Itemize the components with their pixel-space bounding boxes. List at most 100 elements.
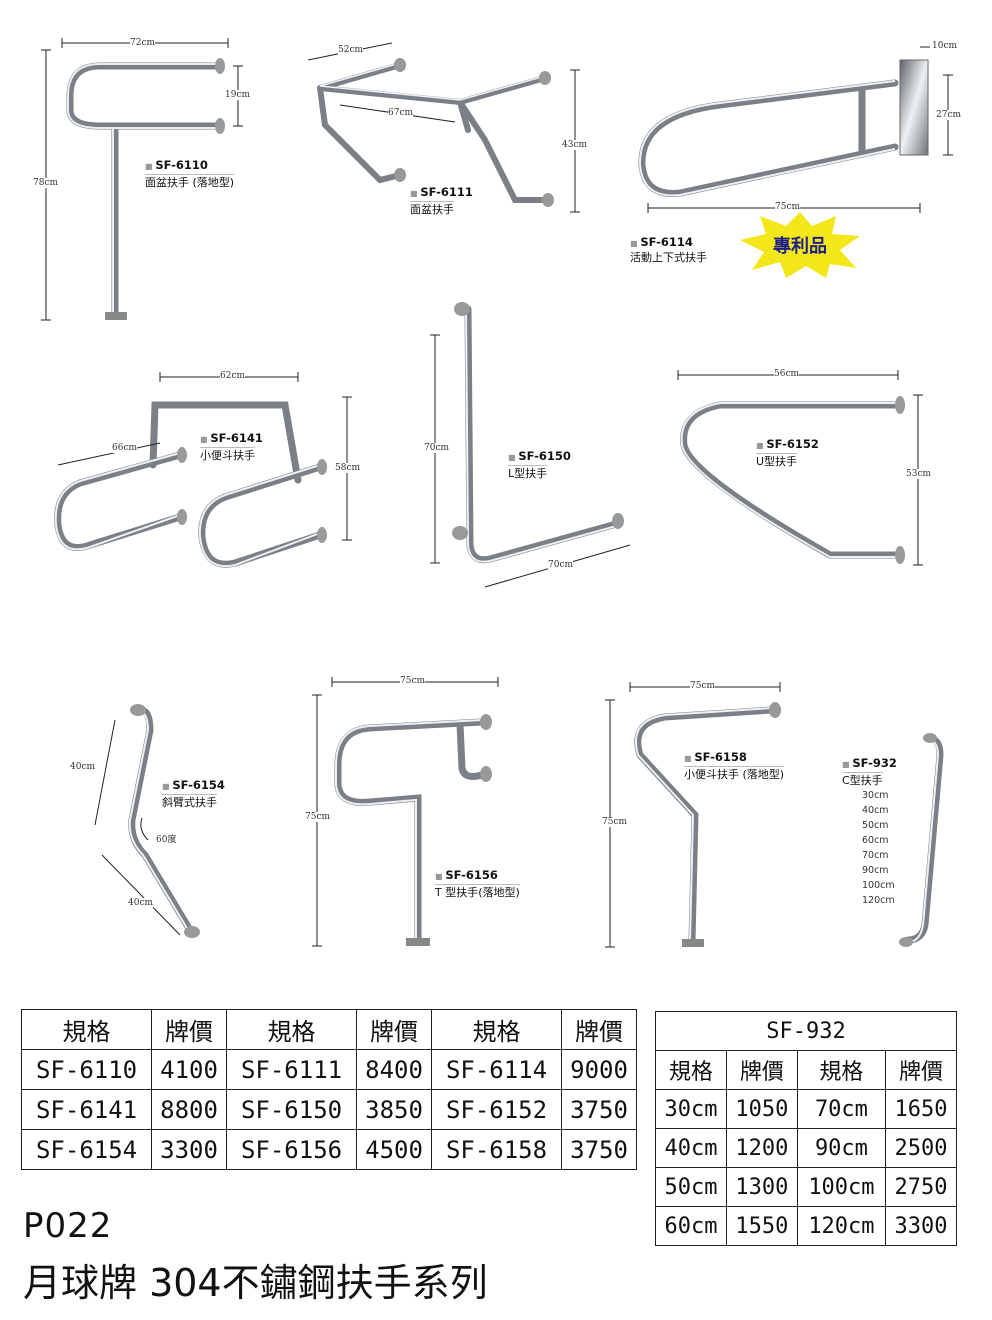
sf-932-name: C型扶手 [842, 772, 883, 787]
sf-932-label: SF-932 C型扶手 30cm 40cm 50cm 60cm 70cm 90c… [842, 756, 897, 908]
cell-price: 2500 [885, 1128, 957, 1168]
product-sf-6114: 10cm 27cm 75cm SF-6114 活動上下式扶手 [630, 35, 970, 275]
product-sf-6152: 56cm 53cm SF-6152 U型扶手 [670, 365, 970, 585]
sf-932-size-list: 30cm 40cm 50cm 60cm 70cm 90cm 100cm 120c… [842, 788, 897, 908]
sf-6154-name: 斜臂式扶手 [162, 794, 217, 809]
sf-6154-illustration [94, 704, 200, 938]
product-sf-6154: 40cm 60度 40cm SF-6154 斜臂式扶手 [70, 690, 280, 950]
product-sf-6111: 52cm 67cm 43cm SF-6111 面盆扶手 [300, 40, 600, 230]
header-spec: 規格 [430, 1009, 563, 1050]
header-price: 牌價 [151, 1009, 227, 1050]
sf-6156-code: SF-6156 [435, 868, 520, 884]
catalog-title: 月球牌 304不鏽鋼扶手系列 [23, 1261, 488, 1305]
cell-spec: SF-6150 [225, 1089, 358, 1130]
header-spec: 規格 [20, 1009, 153, 1050]
cell-price: 3300 [151, 1129, 227, 1170]
cell-spec: 70cm [796, 1089, 887, 1129]
sf-6141-dim-height: 58cm [335, 463, 361, 473]
cell-price: 1650 [885, 1089, 957, 1129]
sf-6150-name: L型扶手 [508, 465, 548, 480]
sf-6152-label: SF-6152 U型扶手 [756, 437, 819, 469]
cell-price: 8800 [151, 1089, 227, 1130]
sf-6152-name: U型扶手 [756, 453, 798, 468]
price-table: 規格 牌價 規格 牌價 規格 牌價 SF-6110 4100 SF-6111 8… [20, 1009, 637, 1170]
sf-6150-dim-width: 70cm [548, 560, 574, 570]
sf-6141-illustration [54, 372, 352, 568]
cell-price: 3750 [561, 1089, 637, 1130]
sf-932-size: 50cm [862, 820, 889, 831]
cell-price: 4100 [151, 1049, 227, 1090]
sf-6154-dim-lower: 40cm [128, 898, 154, 908]
sf-6141-dim-width: 62cm [220, 371, 246, 381]
header-spec: 規格 [655, 1050, 727, 1090]
sf-6110-label: SF-6110 面盆扶手 (落地型) [145, 158, 235, 190]
table-row: SF-6154 3300 SF-6156 4500 SF-6158 3750 [20, 1129, 637, 1170]
cell-spec: SF-6158 [430, 1129, 563, 1170]
header-price: 牌價 [885, 1050, 957, 1090]
cell-spec: SF-6154 [20, 1129, 153, 1170]
product-sf-6156: 75cm 75cm SF-6156 T 型扶手(落地型) [300, 670, 550, 955]
cell-price: 8400 [356, 1049, 432, 1090]
sf-6110-dim-height: 78cm [33, 178, 59, 188]
sf-6111-dim-depth: 67cm [388, 108, 414, 118]
header-spec: 規格 [225, 1009, 358, 1050]
patent-badge: 專利品 [740, 212, 860, 278]
table-row: 30cm 1050 70cm 1650 [655, 1089, 957, 1129]
sf-6111-label: SF-6111 面盆扶手 [410, 185, 473, 217]
cell-spec: SF-6110 [20, 1049, 153, 1090]
sf-6141-dim-depth: 66cm [112, 443, 138, 453]
header-price: 牌價 [356, 1009, 432, 1050]
cell-spec: 90cm [796, 1128, 887, 1168]
cell-price: 9000 [561, 1049, 637, 1090]
sf-6154-dim-upper: 40cm [70, 762, 96, 772]
cell-price: 1550 [725, 1206, 798, 1246]
table-row: 60cm 1550 120cm 3300 [655, 1206, 957, 1246]
sf-6150-label: SF-6150 L型扶手 [508, 449, 571, 481]
table-row: SF-6110 4100 SF-6111 8400 SF-6114 9000 [20, 1049, 637, 1090]
sf-932-code: SF-932 [842, 756, 897, 772]
sf-6141-name: 小便斗扶手 [200, 447, 255, 462]
sf-932-size: 100cm [862, 880, 895, 891]
product-sf-932: SF-932 C型扶手 30cm 40cm 50cm 60cm 70cm 90c… [830, 730, 970, 955]
sf-6114-illustration [638, 46, 953, 213]
sf-6152-dim-height: 53cm [906, 469, 932, 479]
sf-6114-dim-width: 75cm [775, 202, 801, 212]
sf-6158-code: SF-6158 [684, 750, 784, 766]
sf-6114-name: 活動上下式扶手 [630, 251, 707, 264]
cell-spec: 100cm [796, 1167, 887, 1207]
cell-spec: SF-6111 [225, 1049, 358, 1090]
price-table-header: 規格 牌價 規格 牌價 規格 牌價 [20, 1009, 637, 1050]
sf-6156-dim-width: 75cm [400, 676, 426, 686]
sf-6114-dim-height: 27cm [936, 110, 962, 120]
sf-932-table-title-row: SF-932 [655, 1011, 957, 1051]
catalog-page-code: P022 [23, 1206, 113, 1246]
sf-932-size: 60cm [862, 835, 889, 846]
sf-6110-code: SF-6110 [145, 158, 234, 174]
sf-6156-illustration [312, 677, 499, 947]
product-sf-6150: 70cm 70cm SF-6150 L型扶手 [420, 295, 650, 595]
cell-price: 3750 [561, 1129, 637, 1170]
cell-price: 1050 [725, 1089, 798, 1129]
sf-6158-dim-height: 75cm [602, 817, 628, 827]
sf-6158-dim-width: 75cm [690, 681, 716, 691]
sf-6150-code: SF-6150 [508, 449, 571, 465]
sf-932-size: 120cm [862, 895, 895, 906]
sf-932-price-table: SF-932 規格 牌價 規格 牌價 30cm 1050 70cm 1650 4… [655, 1011, 957, 1246]
cell-price: 2750 [885, 1167, 957, 1207]
sf-6156-dim-height: 75cm [305, 812, 331, 822]
sf-6152-code: SF-6152 [756, 437, 819, 453]
patent-badge-text: 專利品 [773, 235, 827, 257]
sf-6154-code: SF-6154 [162, 778, 225, 794]
header-price: 牌價 [561, 1009, 637, 1050]
sf-6110-dim-gap: 19cm [225, 90, 251, 100]
cell-spec: SF-6114 [430, 1049, 563, 1090]
sf-6158-label: SF-6158 小便斗扶手 (落地型) [684, 750, 785, 782]
sf-6152-dim-width: 56cm [774, 369, 800, 379]
cell-price: 3300 [885, 1206, 957, 1246]
header-spec: 規格 [796, 1050, 887, 1090]
sf-932-size: 90cm [862, 865, 889, 876]
cell-spec: SF-6156 [225, 1129, 358, 1170]
sf-6110-dim-width: 72cm [130, 38, 156, 48]
cell-spec: 60cm [655, 1206, 727, 1246]
sf-6154-label: SF-6154 斜臂式扶手 [162, 778, 225, 810]
